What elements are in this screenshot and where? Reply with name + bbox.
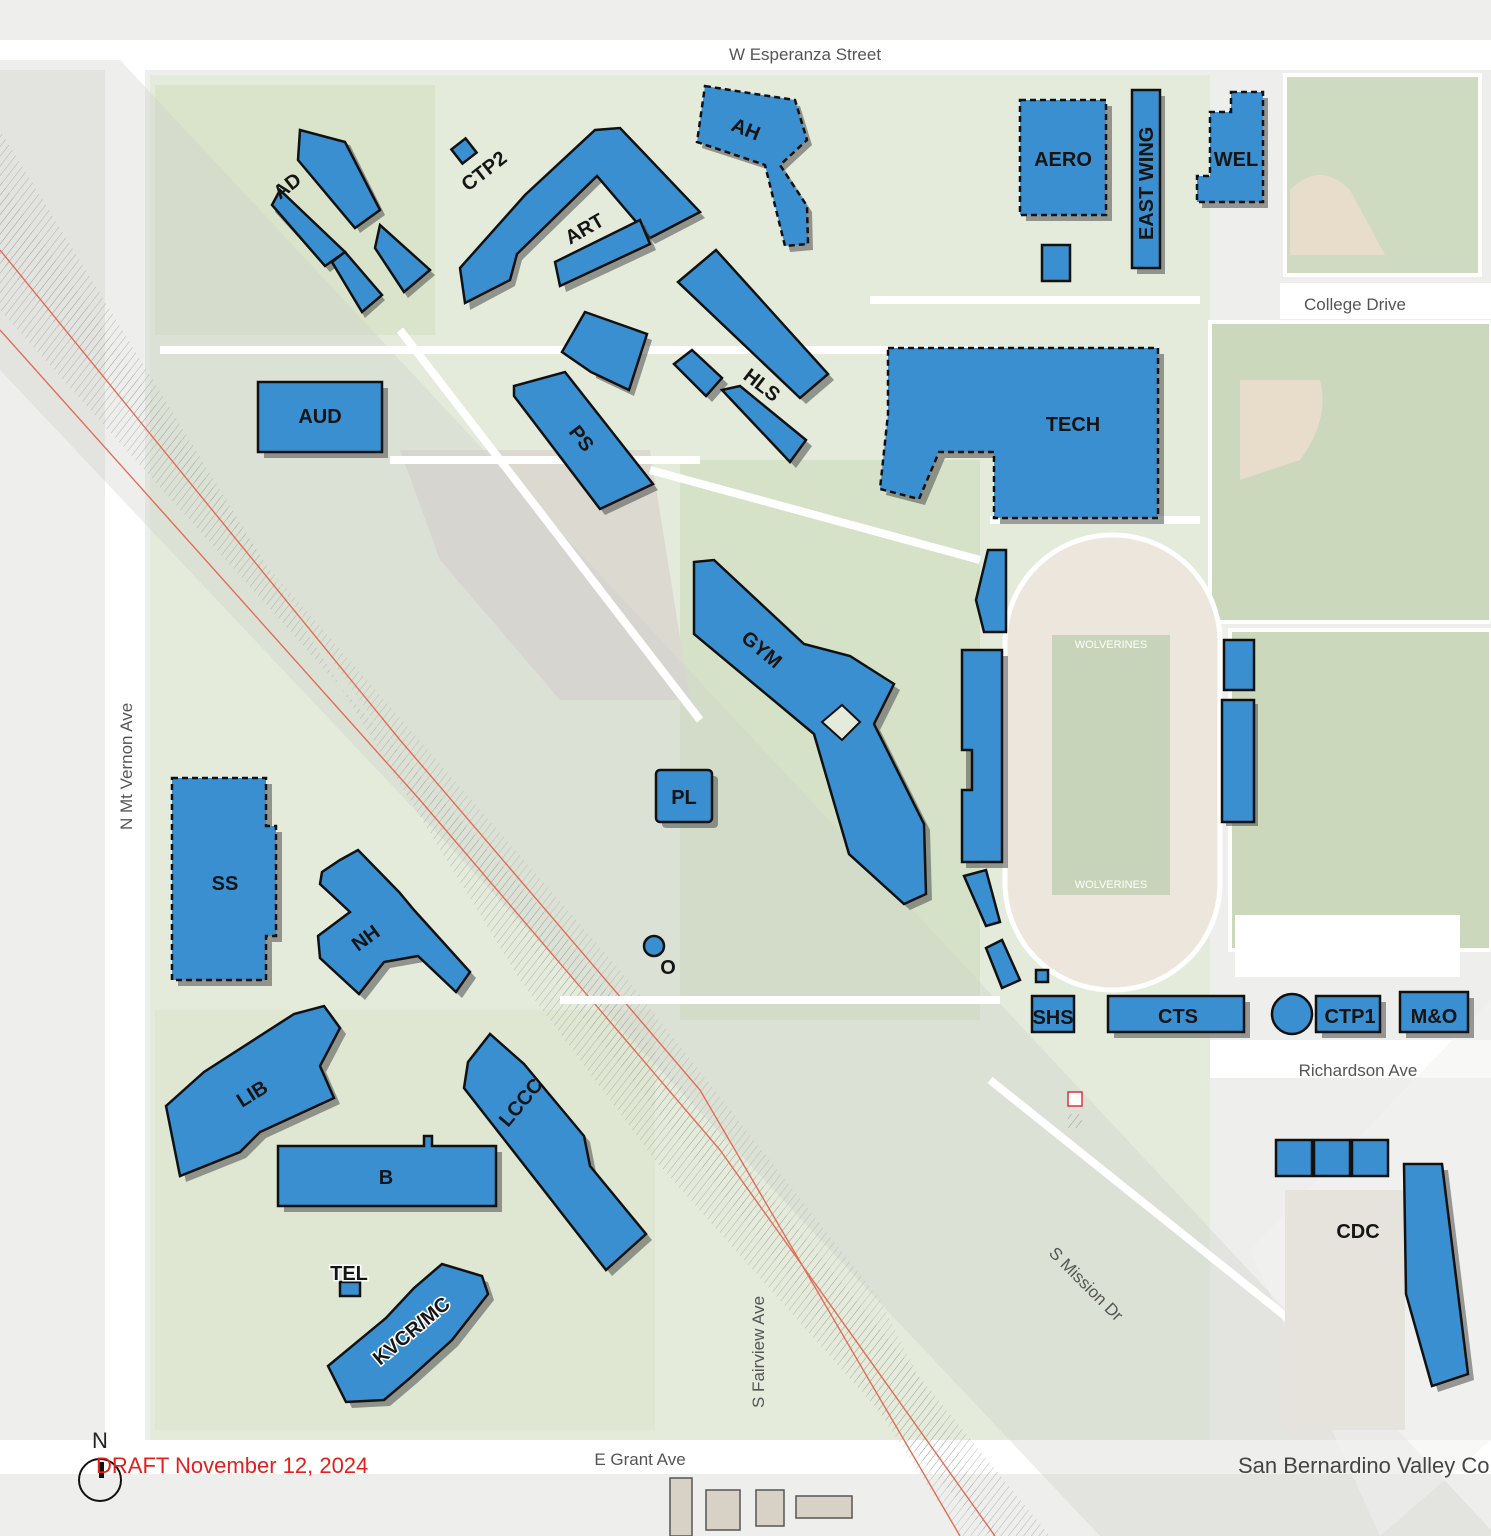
building-ad[interactable]: AD: [270, 128, 435, 318]
infield-south: [1240, 380, 1323, 480]
street-n-mt-vernon: N Mt Vernon Ave: [117, 703, 136, 830]
practice-field: [1228, 628, 1491, 952]
draft-note: DRAFT November 12, 2024: [96, 1453, 369, 1478]
label-pl: PL: [671, 787, 697, 809]
building-east-wing[interactable]: EAST WING: [1130, 88, 1165, 274]
building-pl[interactable]: PL: [654, 768, 718, 828]
street-w-esperanza: W Esperanza Street: [729, 45, 881, 64]
label-tech: TECH: [1046, 414, 1100, 436]
map-title: San Bernardino Valley Co: [1238, 1453, 1490, 1478]
building-shs[interactable]: SHS: [1030, 994, 1076, 1034]
street-s-fairview: S Fairview Ave: [749, 1296, 768, 1408]
central-plaza: [400, 450, 690, 700]
label-cdc: CDC: [1336, 1221, 1379, 1243]
building-gym[interactable]: GYM: [692, 558, 932, 910]
label-cts: CTS: [1158, 1006, 1198, 1028]
road-college-drive: [1280, 283, 1491, 319]
label-b: B: [379, 1167, 393, 1189]
legend-mark-hatch: [1068, 1114, 1082, 1128]
building-ah[interactable]: AH: [695, 84, 813, 252]
building-o[interactable]: O: [642, 934, 676, 979]
label-mo: M&O: [1411, 1006, 1458, 1028]
building-stadium-east-stands[interactable]: [1220, 638, 1258, 826]
stadium-text-north: WOLVERINES: [1075, 639, 1148, 651]
fault-zone-hatch-center: [0, 180, 1000, 1536]
label-wel: WEL: [1214, 149, 1258, 171]
road-w-esperanza: [0, 40, 1491, 70]
infield-north: [1290, 175, 1385, 255]
north-arrow-icon: [78, 1458, 122, 1502]
building-ctp1[interactable]: CTP1: [1270, 992, 1386, 1038]
label-aero: AERO: [1034, 149, 1092, 171]
legend-mark-red: [1067, 1091, 1083, 1107]
building-mo[interactable]: M&O: [1398, 990, 1474, 1038]
building-cts[interactable]: CTS: [1106, 994, 1250, 1038]
building-tech[interactable]: TECH: [878, 346, 1164, 524]
label-east-wing: EAST WING: [1136, 127, 1158, 240]
label-shs: SHS: [1032, 1007, 1073, 1029]
north-label: N: [92, 1428, 108, 1453]
street-e-grant: E Grant Ave: [594, 1450, 685, 1469]
road-n-mt-vernon: [105, 40, 145, 1460]
stadium-field: [1052, 635, 1170, 895]
building-kvcr-mc[interactable]: KVCR/MC: [326, 1262, 494, 1408]
field-structure: [1235, 915, 1460, 977]
street-college-drive: College Drive: [1304, 295, 1406, 314]
road-e-grant: [0, 1440, 1491, 1474]
building-nh[interactable]: NH: [316, 848, 476, 1000]
label-tel: TEL: [330, 1263, 368, 1285]
building-hls[interactable]: HLS: [672, 248, 834, 468]
label-aud: AUD: [298, 406, 341, 428]
off-campus-buildings: [669, 1477, 853, 1536]
fault-line-2: [0, 329, 996, 1536]
stadium-text-south: WOLVERINES: [1075, 879, 1148, 891]
building-cdc[interactable]: CDC: [1274, 1138, 1474, 1430]
label-ss: SS: [212, 873, 239, 895]
building-lccc[interactable]: LCCC: [462, 1032, 652, 1276]
building-aud[interactable]: AUD: [256, 380, 388, 458]
cdc-yard: [1285, 1190, 1405, 1430]
building-b[interactable]: B: [276, 1134, 502, 1212]
fault-line-1: [0, 249, 961, 1536]
building-wel[interactable]: WEL: [1195, 90, 1268, 208]
street-richardson: Richardson Ave: [1299, 1061, 1418, 1080]
label-o: O: [660, 957, 676, 979]
building-tel[interactable]: TEL: [329, 1262, 369, 1298]
building-lib[interactable]: LIB: [164, 1004, 346, 1182]
building-aero-annex[interactable]: [1040, 243, 1072, 283]
building-aero[interactable]: AERO: [1018, 98, 1112, 221]
building-ps[interactable]: PS: [512, 310, 658, 515]
building-ss[interactable]: SS: [170, 776, 282, 986]
label-ctp1: CTP1: [1324, 1006, 1375, 1028]
building-stadium-west-stands[interactable]: [960, 548, 1050, 990]
